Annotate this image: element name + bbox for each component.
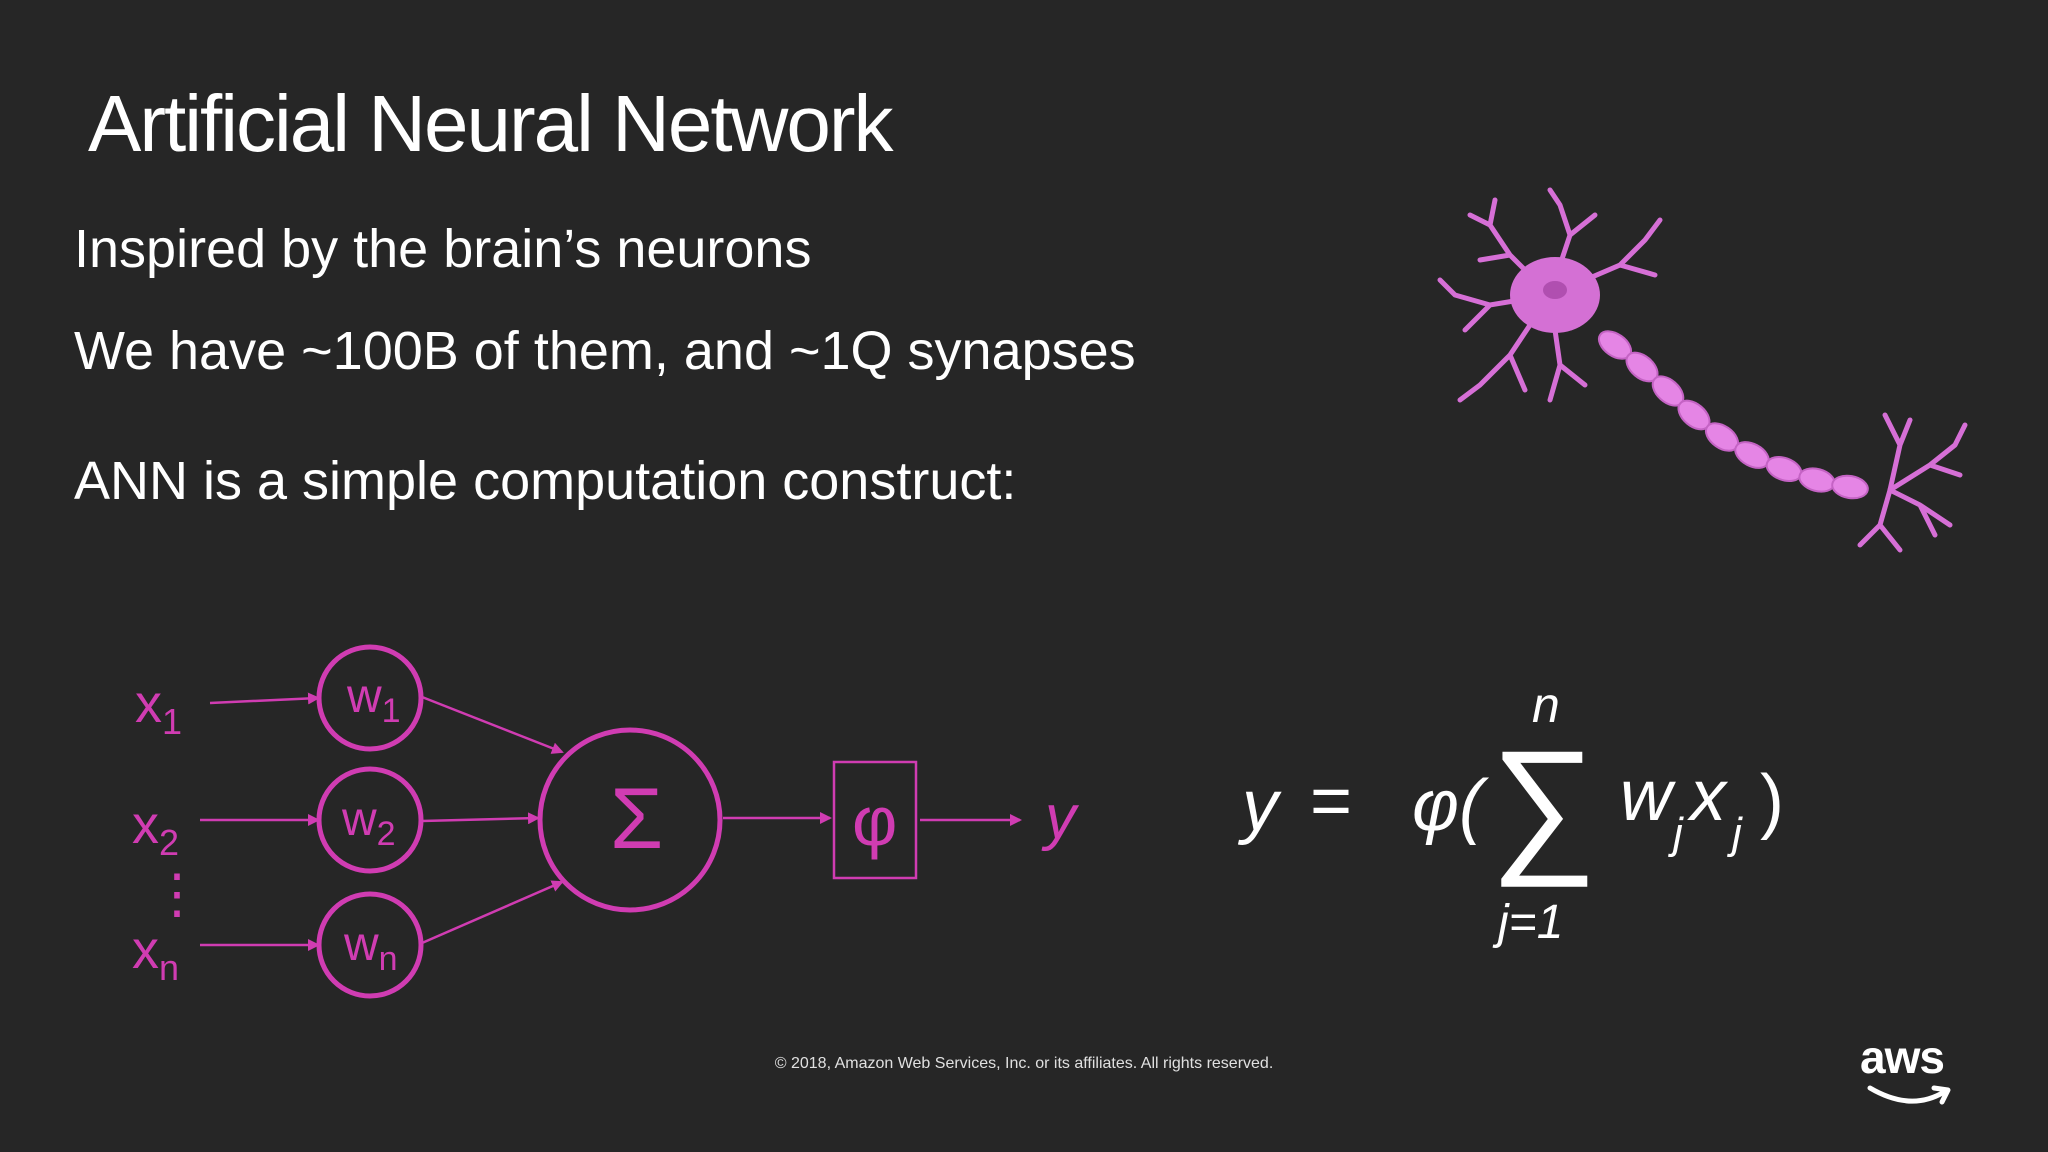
weight-node-n	[316, 891, 424, 999]
formula-sigma: ∑	[1490, 719, 1597, 887]
weight-node-2	[316, 766, 424, 874]
aws-logo-text: aws	[1860, 1031, 1945, 1083]
bullet-2: We have ~100B of them, and ~1Q synapses	[74, 321, 1136, 381]
aws-smile-icon	[1867, 1085, 1951, 1105]
formula-x-sub: j	[1727, 809, 1743, 858]
perceptron-diagram: x1 x2 ⋮ xn w1 w2 wn Σ φ y	[132, 644, 1080, 999]
neuron-illustration	[1437, 187, 1968, 553]
weight-label-n: wn	[343, 918, 398, 978]
neuron-formula: y = φ( ∑ n j=1 w j x j )	[1237, 677, 1784, 949]
sum-symbol: Σ	[610, 771, 663, 867]
formula-close: )	[1760, 761, 1784, 841]
formula-upper: n	[1532, 677, 1560, 733]
input-ellipsis: ⋮	[150, 864, 204, 924]
formula-equals: =	[1310, 761, 1352, 841]
formula-lhs: y	[1237, 766, 1282, 846]
formula-x: x	[1687, 756, 1729, 836]
activation-symbol: φ	[852, 782, 897, 860]
sum-node	[537, 727, 723, 913]
formula-lower: j=1	[1492, 896, 1563, 949]
input-x2: x2	[132, 795, 179, 863]
aws-logo: aws	[1860, 1030, 1980, 1110]
weight-label-2: w2	[341, 793, 396, 853]
copyright-footer: © 2018, Amazon Web Services, Inc. or its…	[774, 1055, 1274, 1072]
formula-phi: φ(	[1412, 766, 1490, 846]
input-xn: xn	[132, 920, 179, 988]
formula-w: w	[1620, 756, 1676, 836]
weight-label-1: w1	[346, 670, 401, 730]
weight-node-1	[316, 644, 424, 752]
activation-box	[832, 760, 918, 880]
bullet-3: ANN is a simple computation construct:	[74, 451, 1017, 511]
input-x1: x1	[135, 674, 182, 742]
slide-title: Artificial Neural Network	[88, 79, 894, 168]
output-y: y	[1041, 783, 1080, 852]
bullet-1: Inspired by the brain’s neurons	[74, 219, 812, 279]
